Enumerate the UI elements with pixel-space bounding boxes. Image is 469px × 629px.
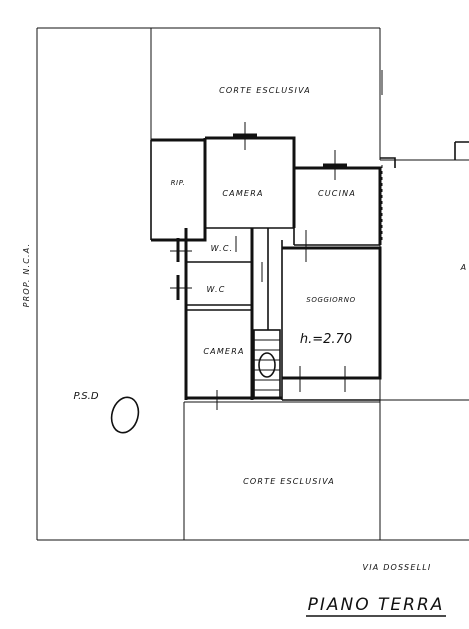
cucina-label: CUCINA bbox=[318, 189, 356, 198]
ripostiglio-label: RIP. bbox=[171, 179, 186, 187]
wc-2-label: W.C bbox=[207, 285, 226, 294]
room-labels: CORTE ESCLUSIVA RIP. CAMERA CUCINA W.C. … bbox=[171, 86, 356, 486]
plan-title: PIANO TERRA bbox=[308, 595, 445, 615]
building-walls bbox=[150, 122, 469, 410]
street-label: VIA DOSSELLI bbox=[363, 563, 432, 572]
ceiling-height-label: h.=2.70 bbox=[300, 332, 352, 347]
annotation-labels: PROP. N.C.A. P.S.D A VIA DOSSELLI PIANO … bbox=[22, 243, 468, 617]
corte-bottom-label: CORTE ESCLUSIVA bbox=[243, 477, 335, 486]
property-neighbor-label: PROP. N.C.A. bbox=[22, 243, 31, 308]
soggiorno-label: SOGGIORNO bbox=[306, 296, 355, 304]
camera-top-label: CAMERA bbox=[222, 189, 263, 198]
septic-tank-symbol bbox=[110, 396, 140, 434]
wc-1-label: W.C. bbox=[211, 244, 234, 253]
corte-top-label: CORTE ESCLUSIVA bbox=[219, 86, 311, 95]
camera-bottom-label: CAMERA bbox=[203, 347, 244, 356]
right-edge-label: A bbox=[460, 263, 468, 272]
psd-label: P.S.D bbox=[73, 391, 98, 402]
staircase bbox=[253, 329, 281, 399]
